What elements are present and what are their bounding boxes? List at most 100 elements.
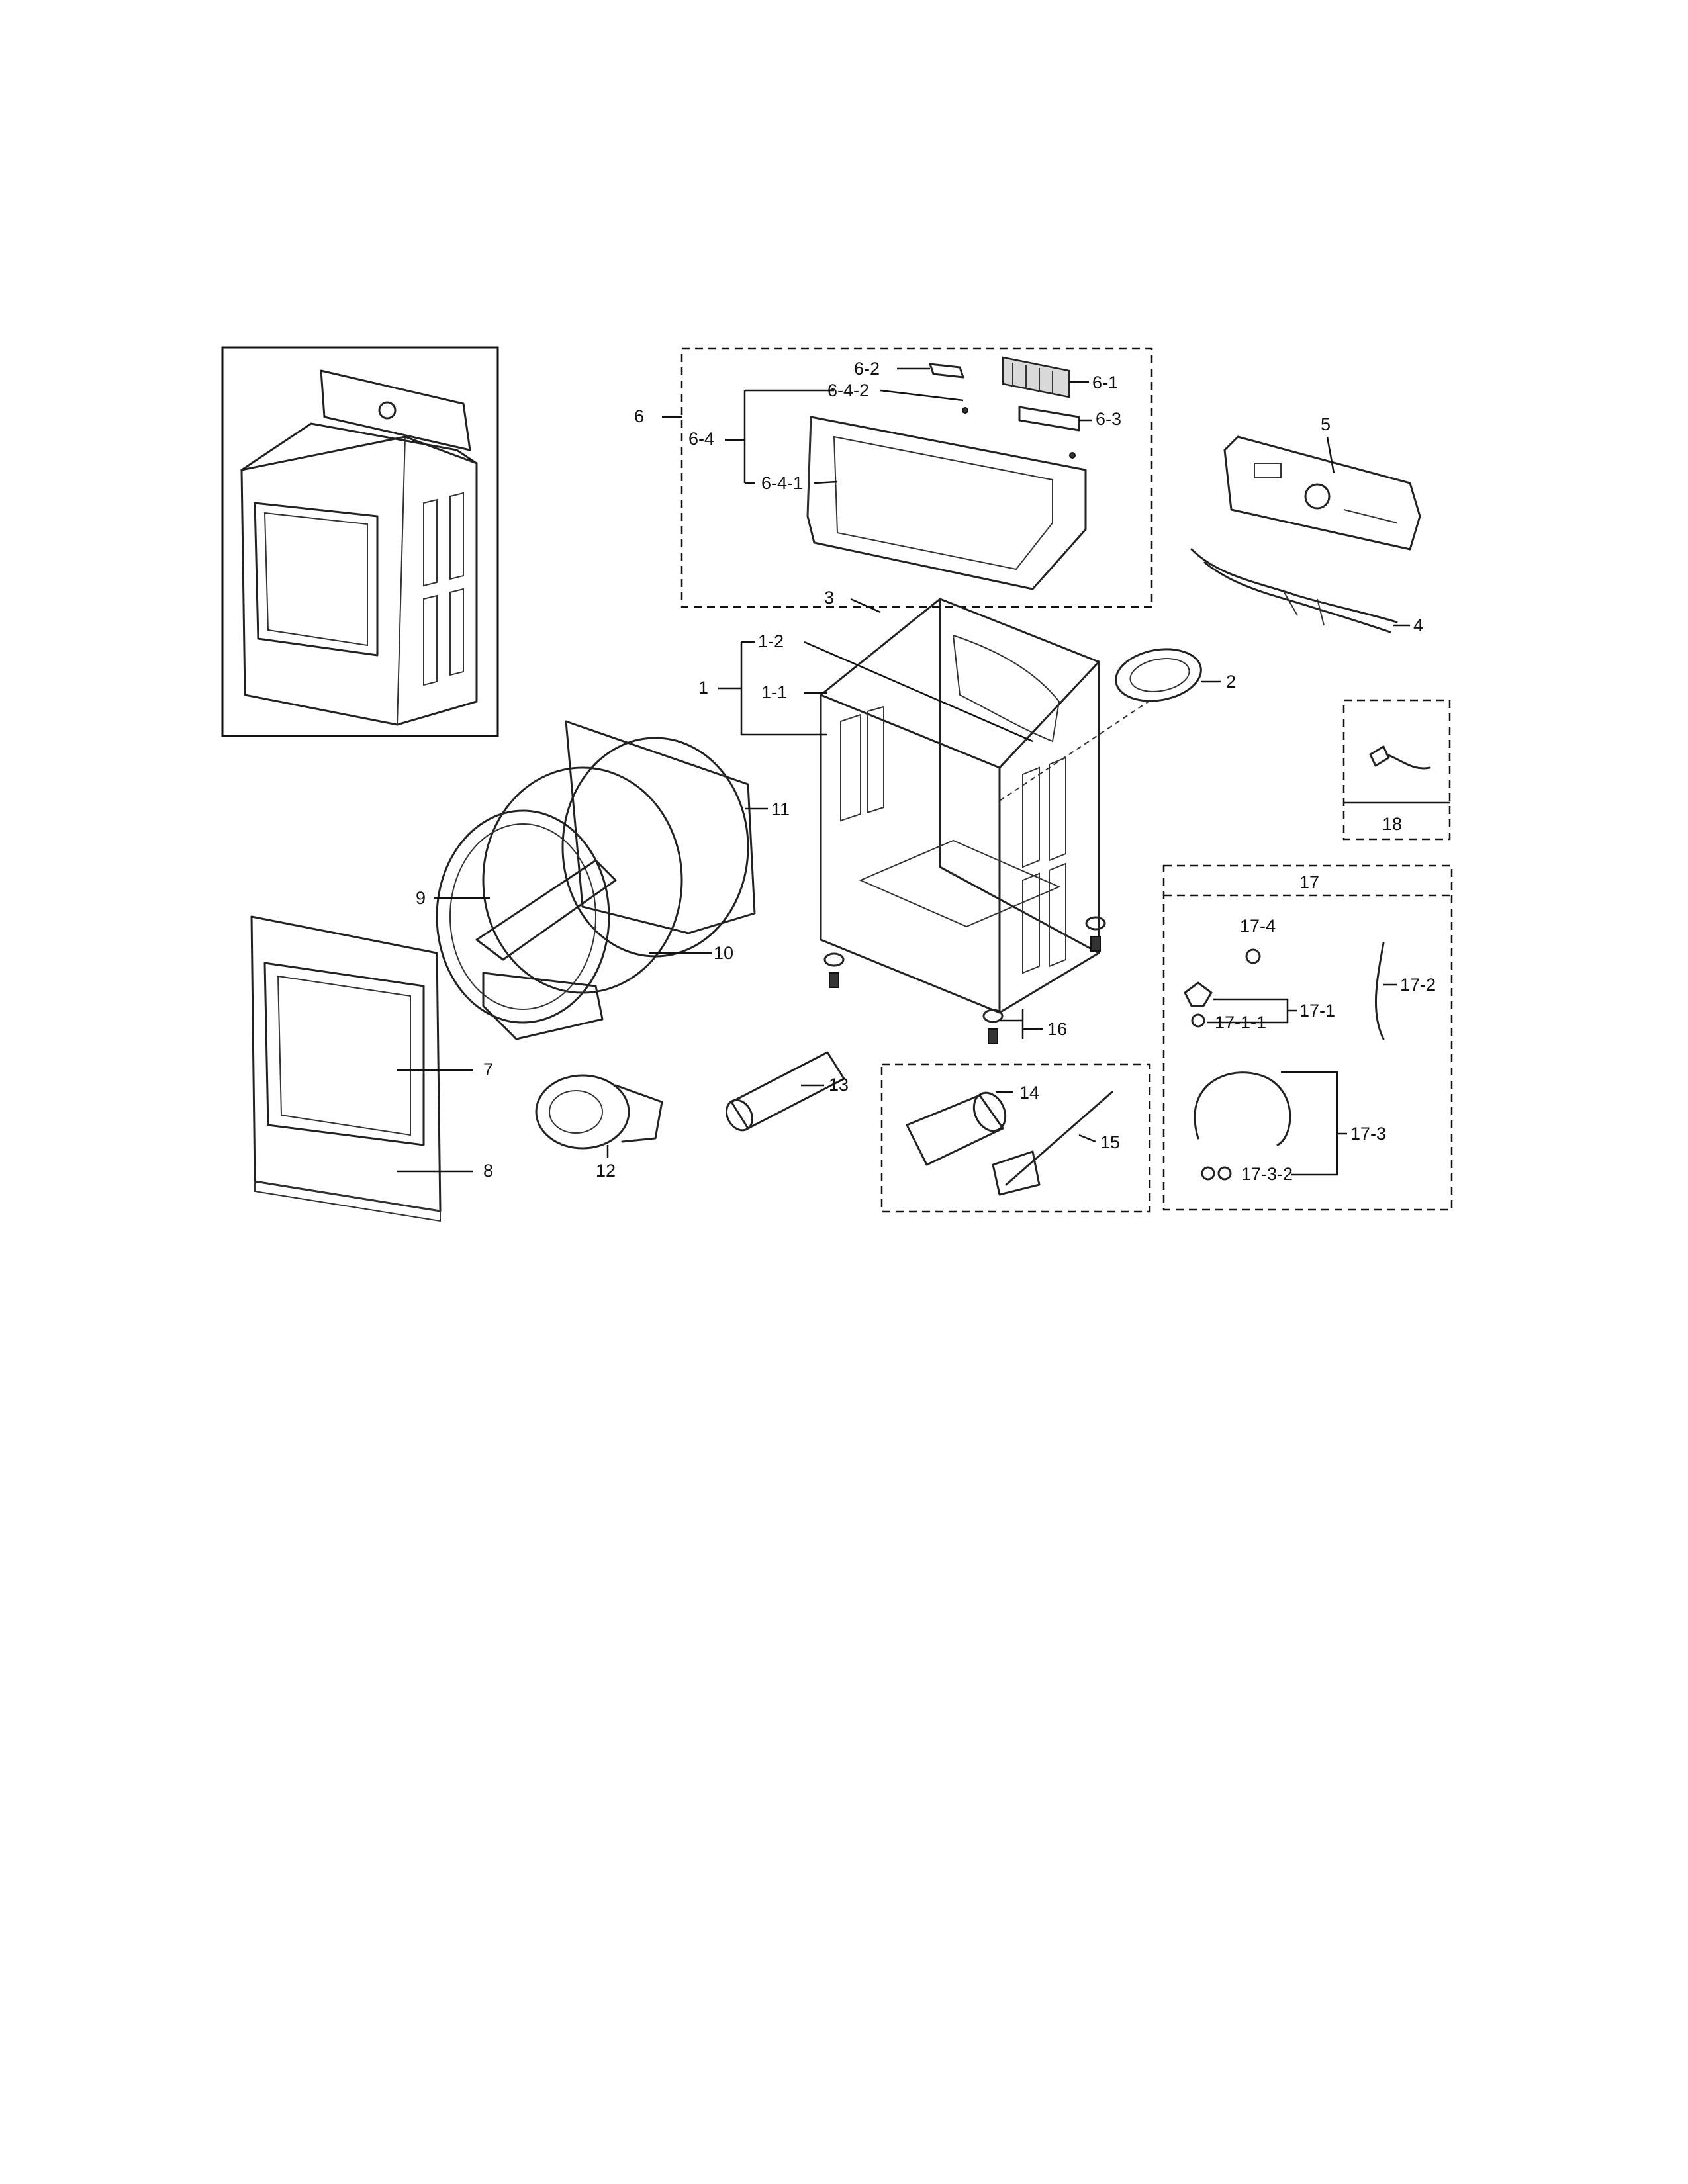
label-1-1: 1-1 [761, 682, 787, 702]
door-frame [263, 962, 425, 1146]
assembled-cabinet [240, 435, 478, 726]
drum-ring-front [482, 766, 683, 994]
assembled-door [254, 502, 379, 657]
label-10: 10 [714, 943, 733, 963]
group-14-15-frame [880, 1063, 1151, 1213]
assembled-dryer-view [221, 346, 499, 737]
assembled-door-glass [263, 512, 368, 647]
assembled-control-panel [320, 369, 471, 451]
power-cord-plug [1369, 745, 1390, 767]
power-cord-group [1342, 699, 1451, 841]
top-cover-group [680, 347, 1153, 608]
washer-17-1-1 [1191, 1013, 1205, 1028]
label-13: 13 [829, 1075, 849, 1095]
top-cover [806, 416, 1087, 590]
heater-rod [1005, 1091, 1113, 1186]
drum-opening [436, 809, 610, 1024]
label-1-2: 1-2 [758, 631, 784, 651]
blower-assembly [535, 1074, 663, 1150]
group-6-frame [680, 347, 1153, 608]
lead-17-1 [1207, 998, 1297, 1024]
foot-rear-right [1085, 916, 1106, 931]
screw-6-3 [1069, 452, 1076, 459]
foot-front-right [982, 1009, 1004, 1023]
drum-assembly [436, 720, 756, 1040]
duct-inner [1129, 658, 1190, 692]
front-panel-assembly [250, 915, 442, 1222]
assembled-view-frame [221, 346, 499, 737]
label-4: 4 [1413, 615, 1423, 635]
lead-6-4-1 [814, 480, 838, 484]
harness-branches [1284, 592, 1325, 626]
label-17-1: 17-1 [1299, 1001, 1335, 1021]
label-17-3: 17-3 [1350, 1124, 1386, 1144]
wire-harness [1190, 548, 1398, 633]
lead-1 [718, 641, 827, 736]
control-panel-display [1254, 463, 1282, 478]
assembled-top [240, 422, 478, 471]
heater-terminal [992, 1150, 1041, 1196]
group-17-frame [1162, 864, 1453, 1211]
blower-wheel [549, 1090, 603, 1134]
cabinet-base [859, 839, 1061, 928]
harness-wire-b [1203, 561, 1391, 633]
label-16: 16 [1047, 1019, 1067, 1039]
cabinet-rear-panel [952, 634, 1060, 743]
label-2: 2 [1226, 672, 1236, 692]
cabinet-rear-corner [939, 598, 1100, 954]
exhaust-duct-part [1115, 648, 1202, 702]
label-6: 6 [634, 406, 644, 426]
harness-wire-a [1190, 548, 1398, 623]
hose-kit-group [1162, 864, 1453, 1211]
label-6-3: 6-3 [1096, 409, 1121, 429]
assembled-side-ribs [423, 492, 464, 686]
label-14: 14 [1019, 1083, 1039, 1103]
top-cover-edge [807, 416, 812, 517]
foot-front-right-bolt [988, 1028, 998, 1044]
foot-front-left-bolt [829, 972, 839, 988]
part-labels: 6 6-2 6-4-2 6-4 6-4-1 6-1 6-3 5 4 3 1 1-… [416, 359, 1436, 1184]
lead-3 [850, 598, 881, 614]
lead-15 [1078, 1134, 1096, 1143]
label-6-4: 6-4 [688, 429, 714, 449]
label-1: 1 [698, 678, 708, 698]
foot-front-left [823, 952, 845, 967]
cabinet [820, 598, 1149, 1014]
label-17-1-1: 17-1-1 [1215, 1013, 1266, 1032]
duct-outer [1115, 648, 1202, 702]
leveling-feet [823, 916, 1106, 1044]
label-15: 15 [1100, 1132, 1120, 1152]
exhaust-tube-part [726, 1051, 845, 1132]
label-17-3-2: 17-3-2 [1241, 1164, 1293, 1184]
door-glass [277, 975, 411, 1136]
part-6-1-grille [1012, 363, 1053, 394]
assembled-dial [378, 401, 397, 420]
washer-17-3-2-a [1201, 1166, 1215, 1181]
blower-outlet [614, 1084, 663, 1143]
screw-6-4-2 [962, 407, 968, 414]
exhaust-tube [730, 1051, 845, 1130]
label-6-2: 6-2 [854, 359, 880, 379]
label-18: 18 [1382, 814, 1402, 834]
front-panel-toe [254, 1180, 441, 1222]
heater-group [880, 1063, 1151, 1213]
cabinet-left-ribs [840, 705, 884, 822]
label-3: 3 [824, 588, 834, 608]
part-6-2 [929, 363, 964, 379]
duct-guide-line [999, 701, 1149, 801]
label-12: 12 [596, 1161, 616, 1181]
label-6-1: 6-1 [1092, 373, 1118, 392]
control-panel [1223, 435, 1421, 551]
heater-housing [906, 1094, 1004, 1166]
leader-lines [397, 367, 1410, 1176]
foot-rear-right-bolt [1090, 936, 1101, 952]
washer-17-4 [1245, 948, 1261, 964]
drum-opening-inner [449, 823, 596, 1010]
lint-duct [482, 972, 604, 1040]
label-11: 11 [771, 799, 790, 819]
blower-housing [535, 1074, 630, 1150]
label-5: 5 [1321, 414, 1331, 434]
label-17-2: 17-2 [1400, 975, 1436, 995]
short-hose [1375, 942, 1385, 1040]
